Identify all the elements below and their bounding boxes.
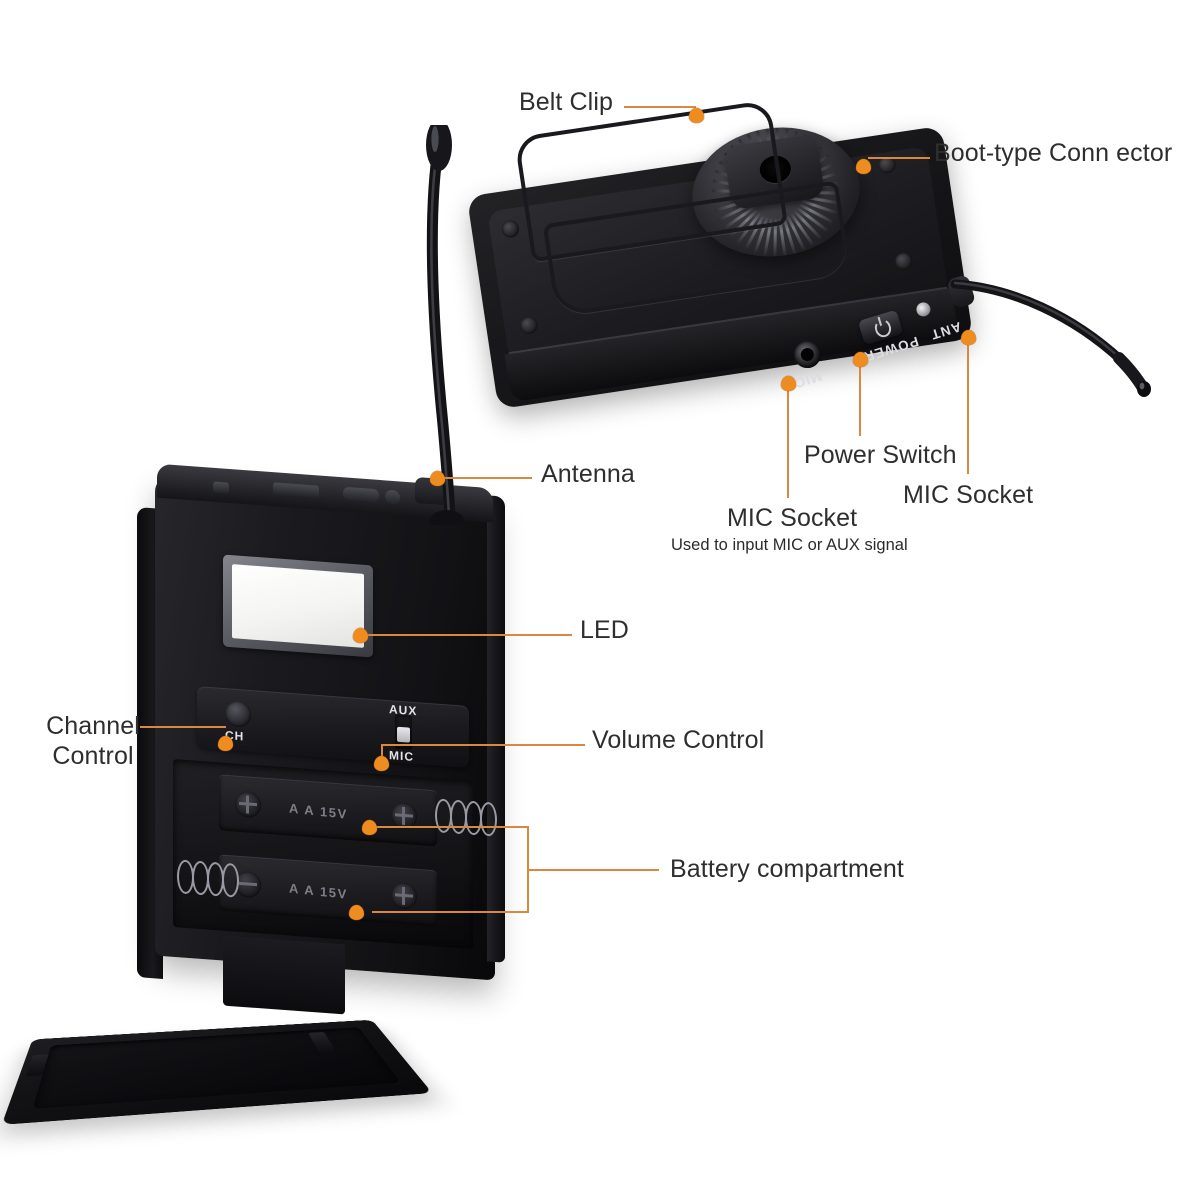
battery-spring (177, 859, 239, 898)
callout-dot-mic-socket-right[interactable] (961, 330, 976, 345)
callout-channel-control-label: Channel Control (32, 712, 154, 771)
callout-dot-battery-upper[interactable] (362, 820, 377, 835)
callout-dot-battery-lower[interactable] (349, 905, 364, 920)
callout-boot-connector-label: Boot-type Conn ector (934, 139, 1173, 167)
callout-volume-control-label: Volume Control (592, 726, 765, 754)
callout-mic-socket-left-label: MIC Socket (727, 504, 858, 532)
top-unit-antenna (950, 279, 1151, 397)
battery-door-open[interactable] (1, 1019, 433, 1125)
callout-dot-volume-control[interactable] (374, 756, 389, 771)
bottom-unit-right-edge (487, 495, 505, 963)
battery-door-inner-surface (32, 1027, 401, 1109)
callout-belt-clip-label: Belt Clip (519, 88, 613, 116)
leader-battery-lower (372, 911, 529, 913)
leader-battery-main (527, 869, 659, 871)
leader-battery-bracket (527, 826, 529, 913)
bottom-unit-illustration: CH AUX MIC A A 15V A A 15V (1, 463, 565, 1170)
callout-battery-label: Battery compartment (670, 855, 904, 883)
callout-dot-mic-socket-left[interactable] (781, 376, 796, 391)
switch-knob (397, 726, 410, 743)
leader-volume-control-stem (381, 744, 383, 764)
callout-power-switch-label: Power Switch (804, 441, 957, 469)
leader-power-switch (859, 362, 861, 436)
top-control-button[interactable] (213, 481, 229, 494)
leader-led (360, 634, 572, 636)
callout-led-label: LED (580, 616, 629, 644)
battery-plus-terminal (235, 790, 261, 819)
bodypack-antenna (426, 125, 464, 525)
channel-control-line2: Control (52, 741, 134, 770)
callout-dot-antenna[interactable] (430, 471, 445, 486)
callout-antenna-label: Antenna (541, 460, 635, 488)
leader-volume-control (381, 744, 585, 746)
callout-dot-channel-control[interactable] (218, 736, 233, 751)
battery-slot: A A 15V (219, 774, 437, 847)
callout-mic-socket-left-sublabel: Used to input MIC or AUX signal (671, 536, 908, 554)
callout-dot-led[interactable] (353, 628, 368, 643)
battery-slot: A A 15V (219, 854, 437, 927)
led-display-window (232, 564, 364, 648)
leader-mic-socket-right (967, 340, 969, 474)
battery-compartment-bay: A A 15V A A 15V (173, 758, 497, 950)
callout-mic-socket-right-label: MIC Socket (903, 481, 1034, 509)
power-symbol-icon (872, 317, 894, 340)
leader-boot-connector (868, 157, 930, 159)
channel-control-line1: Channel (46, 712, 140, 740)
display-bezel (223, 554, 373, 658)
battery-marking: A A 15V (289, 800, 348, 822)
leader-belt-clip (624, 106, 696, 108)
channel-control-knob[interactable] (225, 700, 251, 728)
callout-dot-boot-connector[interactable] (856, 159, 871, 174)
leader-channel-control (140, 726, 226, 728)
leader-battery-upper (372, 826, 529, 828)
battery-door-hinge (223, 935, 345, 1015)
leader-antenna (440, 477, 532, 479)
leader-mic-socket-left (787, 386, 789, 498)
battery-marking: A A 15V (289, 880, 348, 902)
top-recess-slot (343, 486, 379, 503)
callout-dot-belt-clip[interactable] (689, 108, 704, 123)
top-unit-mic-marking: MIC (791, 368, 824, 392)
battery-contact (391, 881, 417, 910)
top-unit-illustration: MIC POWER ANT /*ribs drawn below*/ (466, 99, 1151, 450)
callout-dot-power-switch[interactable] (853, 352, 868, 367)
mic-marking: MIC (389, 748, 414, 764)
